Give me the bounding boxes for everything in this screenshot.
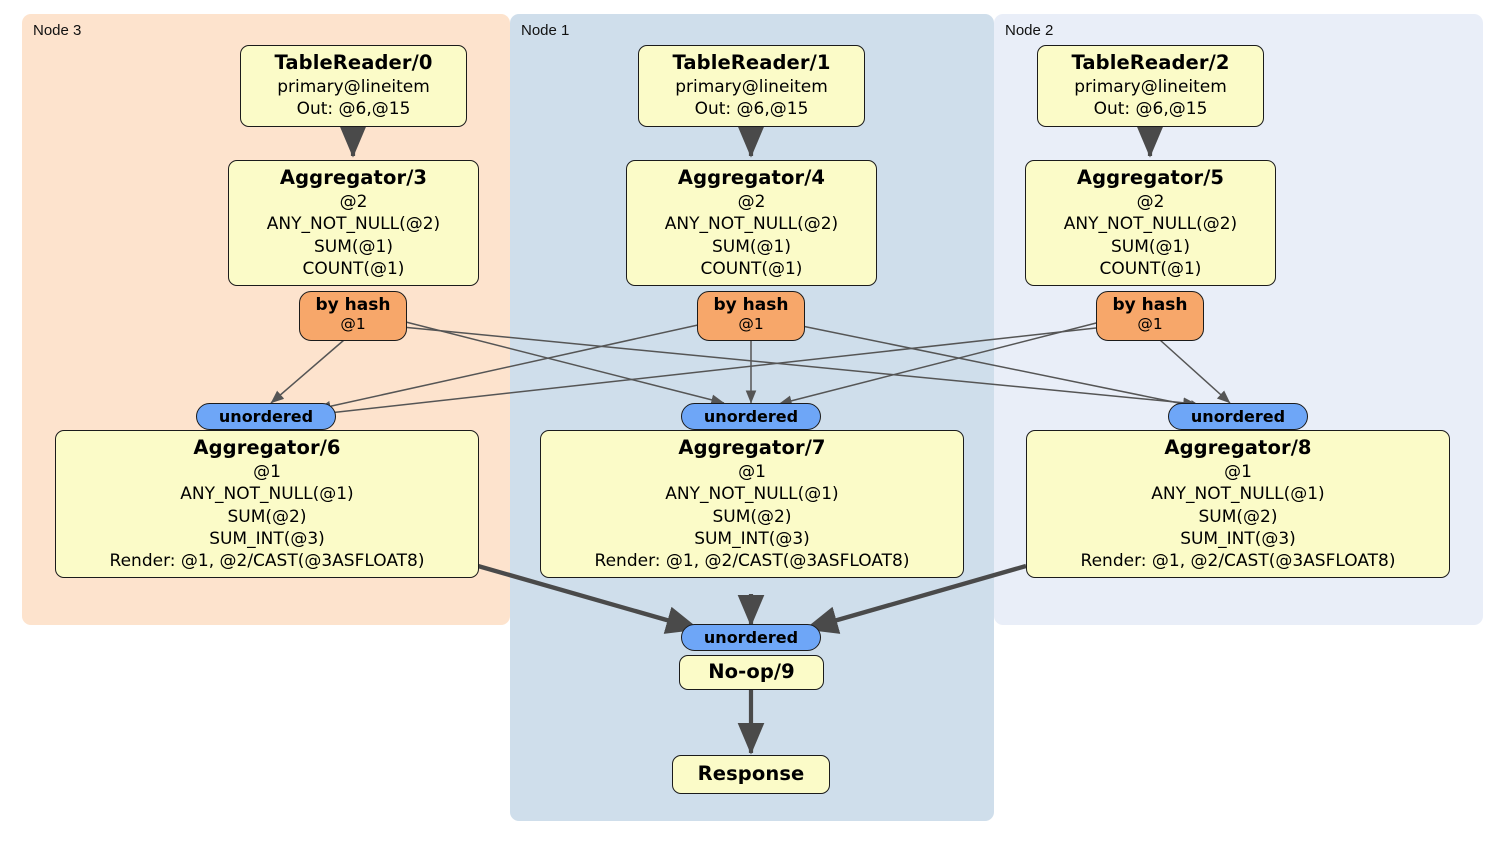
processor-no-op-9[interactable]: No-op/9 — [679, 655, 824, 691]
processor-detail: SUM(@2) — [1198, 506, 1278, 527]
processor-detail: COUNT(@1) — [302, 258, 405, 279]
processor-detail: @2 — [1136, 192, 1165, 213]
processor-detail: COUNT(@1) — [1099, 258, 1202, 279]
stream-unordered-node-2[interactable]: unordered — [1168, 403, 1308, 430]
processor-detail: ANY_NOT_NULL(@1) — [180, 484, 354, 505]
processor-render: Render: @1, @2/CAST(@3ASFLOAT8) — [109, 550, 425, 571]
processor-detail: Out: @6,@15 — [694, 99, 809, 120]
router-label: by hash — [713, 295, 789, 315]
processor-title: TableReader/0 — [274, 51, 433, 74]
panel-label-node-1: Node 1 — [521, 22, 570, 39]
processor-aggregator-4[interactable]: Aggregator/4 @2 ANY_NOT_NULL(@2) SUM(@1)… — [626, 160, 877, 286]
stream-label: unordered — [703, 407, 799, 426]
processor-detail: SUM(@1) — [712, 236, 791, 257]
panel-label-node-3: Node 3 — [33, 22, 82, 39]
panel-label-node-2: Node 2 — [1005, 22, 1054, 39]
processor-render: Render: @1, @2/CAST(@3ASFLOAT8) — [1080, 550, 1396, 571]
processor-aggregator-7[interactable]: Aggregator/7 @1 ANY_NOT_NULL(@1) SUM(@2)… — [540, 430, 964, 578]
processor-detail: SUM_INT(@3) — [209, 528, 325, 549]
processor-detail: SUM_INT(@3) — [1180, 528, 1296, 549]
router-sublabel: @1 — [1137, 315, 1163, 334]
processor-detail: @1 — [738, 462, 766, 483]
processor-detail: SUM(@1) — [314, 236, 393, 257]
processor-detail: ANY_NOT_NULL(@1) — [665, 484, 839, 505]
processor-title: No-op/9 — [708, 660, 795, 683]
processor-detail: SUM(@2) — [712, 506, 792, 527]
stream-unordered-node-3[interactable]: unordered — [196, 403, 336, 430]
processor-tablereader-0[interactable]: TableReader/0 primary@lineitem Out: @6,@… — [240, 45, 467, 127]
stream-label: unordered — [218, 407, 314, 426]
stream-unordered-node-1[interactable]: unordered — [681, 403, 821, 430]
router-by-hash-node-1[interactable]: by hash @1 — [697, 291, 805, 341]
stream-label: unordered — [703, 628, 799, 647]
processor-aggregator-8[interactable]: Aggregator/8 @1 ANY_NOT_NULL(@1) SUM(@2)… — [1026, 430, 1450, 578]
processor-detail: SUM(@1) — [1111, 236, 1190, 257]
processor-detail: ANY_NOT_NULL(@2) — [664, 214, 839, 235]
processor-detail: primary@lineitem — [277, 77, 430, 98]
processor-detail: SUM_INT(@3) — [694, 528, 810, 549]
processor-title: Response — [697, 762, 805, 785]
processor-detail: COUNT(@1) — [700, 258, 803, 279]
processor-title: Aggregator/6 — [193, 436, 341, 459]
processor-detail: ANY_NOT_NULL(@2) — [1063, 214, 1238, 235]
processor-detail: @1 — [253, 462, 281, 483]
processor-detail: @1 — [1224, 462, 1252, 483]
processor-detail: @2 — [737, 192, 766, 213]
processor-title: Aggregator/8 — [1164, 436, 1312, 459]
router-by-hash-node-3[interactable]: by hash @1 — [299, 291, 407, 341]
router-sublabel: @1 — [738, 315, 764, 334]
processor-detail: SUM(@2) — [227, 506, 307, 527]
stream-label: unordered — [1190, 407, 1286, 426]
processor-title: TableReader/1 — [672, 51, 831, 74]
processor-response[interactable]: Response — [672, 755, 830, 795]
stream-unordered-final[interactable]: unordered — [681, 624, 821, 651]
processor-title: Aggregator/4 — [677, 166, 826, 189]
processor-detail: Out: @6,@15 — [296, 99, 411, 120]
processor-tablereader-2[interactable]: TableReader/2 primary@lineitem Out: @6,@… — [1037, 45, 1264, 127]
processor-detail: primary@lineitem — [675, 77, 828, 98]
router-label: by hash — [315, 295, 391, 315]
processor-title: Aggregator/3 — [279, 166, 428, 189]
processor-title: Aggregator/7 — [678, 436, 826, 459]
processor-title: TableReader/2 — [1071, 51, 1230, 74]
processor-title: Aggregator/5 — [1076, 166, 1225, 189]
processor-detail: ANY_NOT_NULL(@2) — [266, 214, 441, 235]
processor-detail: primary@lineitem — [1074, 77, 1227, 98]
router-sublabel: @1 — [340, 315, 366, 334]
processor-aggregator-5[interactable]: Aggregator/5 @2 ANY_NOT_NULL(@2) SUM(@1)… — [1025, 160, 1276, 286]
processor-tablereader-1[interactable]: TableReader/1 primary@lineitem Out: @6,@… — [638, 45, 865, 127]
router-by-hash-node-2[interactable]: by hash @1 — [1096, 291, 1204, 341]
processor-render: Render: @1, @2/CAST(@3ASFLOAT8) — [594, 550, 910, 571]
processor-aggregator-6[interactable]: Aggregator/6 @1 ANY_NOT_NULL(@1) SUM(@2)… — [55, 430, 479, 578]
processor-aggregator-3[interactable]: Aggregator/3 @2 ANY_NOT_NULL(@2) SUM(@1)… — [228, 160, 479, 286]
processor-detail: Out: @6,@15 — [1093, 99, 1208, 120]
router-label: by hash — [1112, 295, 1188, 315]
processor-detail: @2 — [339, 192, 368, 213]
processor-detail: ANY_NOT_NULL(@1) — [1151, 484, 1325, 505]
